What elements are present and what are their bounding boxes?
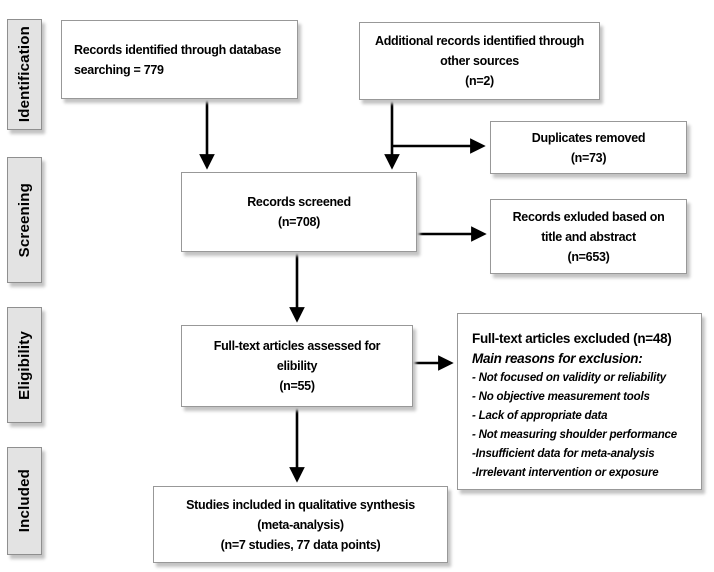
stage-label-text: Included	[16, 469, 33, 533]
box-records-identified: Records identified through database sear…	[61, 20, 298, 99]
box-text-line: Records exluded based on	[512, 209, 665, 224]
box-text-line: Studies included in qualitative synthesi…	[186, 497, 415, 512]
exclusion-reason: -Insufficient data for meta-analysis	[472, 448, 655, 460]
box-text-line: (n=73)	[570, 150, 607, 165]
exclusion-reason: -Irrelevant intervention or exposure	[472, 467, 659, 479]
exclusion-subtitle: Main reasons for exclusion:	[472, 351, 643, 366]
stage-label-identification: Identification	[7, 19, 42, 130]
stage-label-text: Eligibility	[16, 330, 33, 400]
box-text-line: (n=653)	[567, 249, 610, 264]
stage-label-text: Screening	[16, 182, 33, 258]
box-fulltext-assessed: Full-text articles assessed for elibilit…	[181, 325, 413, 407]
box-text-line: (n=7 studies, 77 data points)	[220, 537, 381, 552]
box-text-line: (n=55)	[279, 379, 315, 393]
box-text-line: other sources	[440, 54, 519, 68]
box-text-line: (n=708)	[277, 215, 321, 229]
box-text-line: title and abstract	[541, 229, 636, 244]
exclusion-reason: - Not measuring shoulder performance	[472, 429, 677, 441]
stage-label-text: Identification	[16, 26, 33, 123]
box-text-line: (meta-analysis)	[257, 517, 344, 532]
box-text-line: (n=2)	[465, 74, 494, 88]
exclusion-reason: - No objective measurement tools	[472, 391, 650, 403]
box-text-line: searching = 779	[74, 62, 164, 77]
box-text-line: Full-text articles assessed for	[213, 339, 381, 353]
box-fulltext-excluded: Full-text articles excluded (n=48) Main …	[457, 313, 702, 490]
box-studies-included: Studies included in qualitative synthesi…	[153, 486, 448, 563]
exclusion-title: Full-text articles excluded (n=48)	[472, 331, 672, 346]
box-text-line: Records identified through database	[74, 42, 281, 57]
stage-label-eligibility: Eligibility	[7, 307, 42, 423]
exclusion-reason: - Lack of appropriate data	[472, 410, 608, 422]
box-text-line: Duplicates removed	[531, 130, 646, 145]
exclusion-reason: - Not focused on validity or reliability	[472, 372, 666, 384]
box-duplicates-removed: Duplicates removed (n=73)	[490, 121, 687, 174]
stage-label-screening: Screening	[7, 157, 42, 283]
box-additional-records: Additional records identified through ot…	[359, 22, 600, 100]
box-text-line: Records screened	[247, 195, 351, 209]
box-records-screened: Records screened (n=708)	[181, 172, 417, 252]
box-text-line: Additional records identified through	[374, 34, 585, 48]
box-text-line: elibility	[276, 359, 318, 373]
box-records-excluded: Records exluded based on title and abstr…	[490, 199, 687, 274]
stage-label-included: Included	[7, 447, 42, 555]
